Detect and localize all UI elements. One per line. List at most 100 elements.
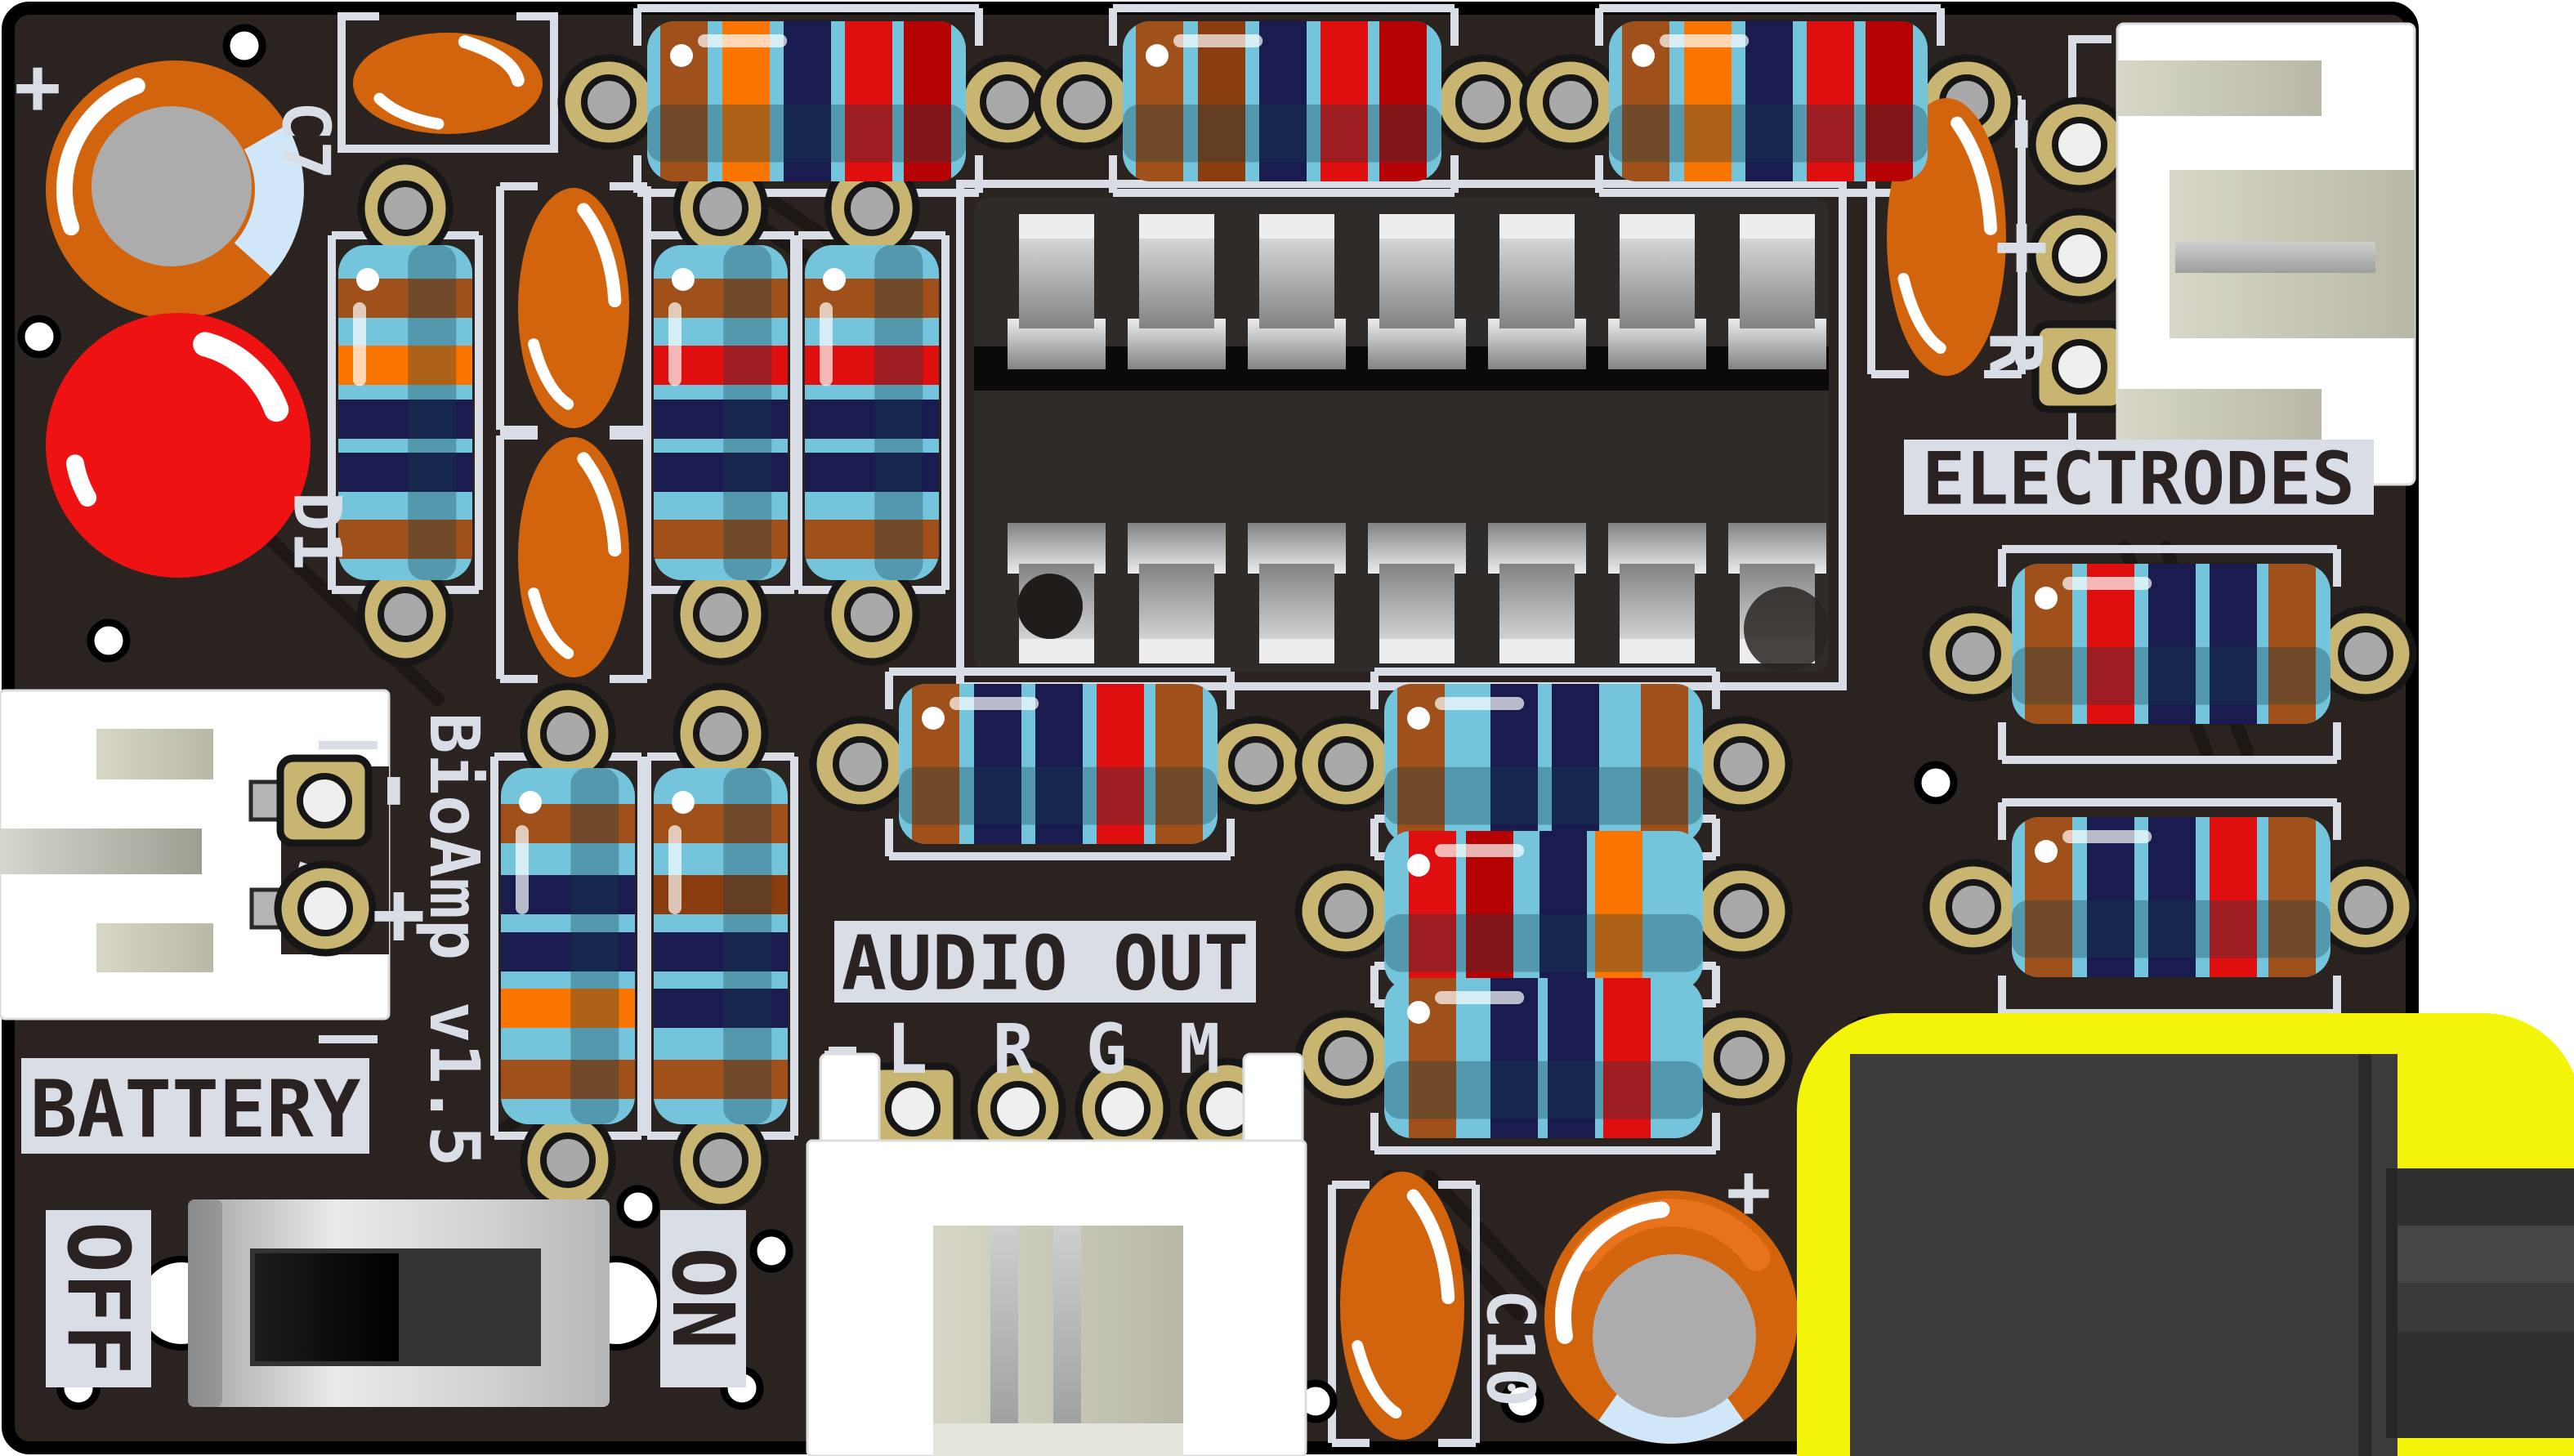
resistor-band-navy [2087, 817, 2134, 977]
capacitor-highlight [528, 587, 574, 659]
electrodes-label: ELECTRODES [1922, 437, 2355, 521]
resistor [1123, 21, 1441, 181]
resistor-shade [899, 766, 1218, 825]
resistor-band-navy [2148, 817, 2196, 977]
silkscreen-box [885, 668, 1235, 860]
resistor-shade [2012, 646, 2330, 705]
resistor-band-brown [2268, 564, 2316, 724]
pad-hole [1318, 736, 1374, 792]
battery-slot-mid [0, 828, 202, 874]
resistor-shade [1123, 104, 1441, 163]
c10-top [1593, 1254, 1756, 1418]
ic-pin-tip [1139, 214, 1214, 239]
resistor-glint [519, 791, 542, 814]
pad-hole [2338, 879, 2393, 935]
components-over: C7 + D1 BioAmp v1.5 BATTERY - + OFF ON A… [14, 22, 2574, 1456]
resistor [899, 684, 1218, 844]
capacitor-highlight [1897, 273, 1946, 354]
resistor-shade [647, 104, 966, 163]
c7-top [92, 106, 252, 266]
capacitor-body [518, 188, 629, 428]
silkscreen-box [490, 753, 646, 1140]
resistor-shade [723, 768, 772, 1124]
resistors [338, 21, 2330, 1138]
resistor [501, 768, 635, 1124]
copper-trace [1423, 1170, 1566, 1320]
solder-pad [1665, 863, 1793, 959]
capacitor-oval [353, 33, 543, 134]
resistor-glint [1407, 707, 1430, 730]
pad-hole [2052, 339, 2107, 395]
audio-cavity-floor [933, 1423, 1183, 1456]
resistor-shade [1384, 766, 1703, 825]
resistor-band-navy [654, 989, 788, 1028]
audio-jack [1797, 1013, 2574, 1456]
resistor-band-navy [1548, 978, 1595, 1138]
ic-pin-tip [1740, 214, 1815, 239]
capacitor-body [518, 437, 629, 677]
pad-hole [885, 1081, 941, 1137]
resistor [1384, 684, 1703, 844]
capacitor-highlight [528, 338, 574, 410]
resistor-band-red [2087, 564, 2134, 724]
resistor-shade [408, 245, 457, 580]
resistor-streak [668, 302, 681, 386]
resistor-glint [1146, 44, 1169, 67]
via-hole [17, 315, 61, 359]
pad-hole [378, 587, 433, 642]
resistor-band-orange [722, 21, 770, 181]
resistor-band-navy [1035, 684, 1083, 844]
pad-hole [1714, 736, 1769, 792]
resistor-band-brown [338, 520, 472, 559]
off-label-plate [46, 1210, 151, 1387]
solder-pad [248, 754, 373, 847]
audio-pin-m-label: M [1179, 1009, 1221, 1089]
jack-opening-line [2358, 1054, 2371, 1456]
c10-polarity-wedge [1598, 1383, 1744, 1444]
pad-hole [693, 587, 749, 642]
silkscreen-box [633, 4, 983, 197]
pad-hole [833, 736, 888, 792]
audio-out-label-plate [834, 921, 1256, 1003]
silkscreen-box [1998, 545, 2341, 764]
c7-highlight [56, 78, 145, 236]
copper-trace [253, 523, 445, 706]
electrodes-slot-top [2117, 60, 2322, 116]
resistor-band-brown [654, 520, 788, 559]
c7-plus-label: + [14, 41, 61, 132]
resistor-band-brown [1155, 684, 1203, 844]
c10-label: C10 [1472, 1289, 1548, 1408]
silkscreen-box [1328, 1181, 1480, 1447]
ic-dimple-large [1744, 587, 1829, 672]
resistor-glint [922, 707, 945, 730]
film-capacitors [353, 33, 2006, 1440]
resistor-streak [668, 825, 681, 914]
resistor [1609, 21, 1928, 181]
capacitor-highlight [1406, 1189, 1455, 1305]
off-label: OFF [48, 1222, 148, 1375]
resistor-streak [516, 825, 529, 914]
resistor-glint [1407, 1001, 1430, 1024]
resistor-glint [672, 791, 695, 814]
pad-hole [693, 181, 749, 236]
battery-label: BATTERY [30, 1064, 361, 1155]
on-label: ON [653, 1247, 753, 1349]
pad-hole [297, 773, 352, 828]
resistor-streak [1435, 844, 1525, 857]
electrodes-slot-bottom [2117, 389, 2322, 444]
resistor-shade [723, 245, 772, 580]
capacitor-highlight [1352, 1340, 1402, 1419]
power-switch [134, 1199, 664, 1407]
resistor [338, 245, 472, 580]
resistor-glint [1407, 854, 1430, 877]
led-d1 [46, 313, 311, 578]
resistor-streak [1435, 991, 1525, 1004]
electrode-minus-label: - [1974, 107, 2079, 161]
resistor-streak [1435, 697, 1525, 710]
resistor-glint [1632, 44, 1655, 67]
resistor-band-brown [501, 1060, 635, 1099]
resistor-streak [1660, 34, 1750, 47]
silkscreen-box [328, 231, 483, 594]
pad-hole [1543, 74, 1598, 130]
pad-hole [1946, 879, 2001, 935]
